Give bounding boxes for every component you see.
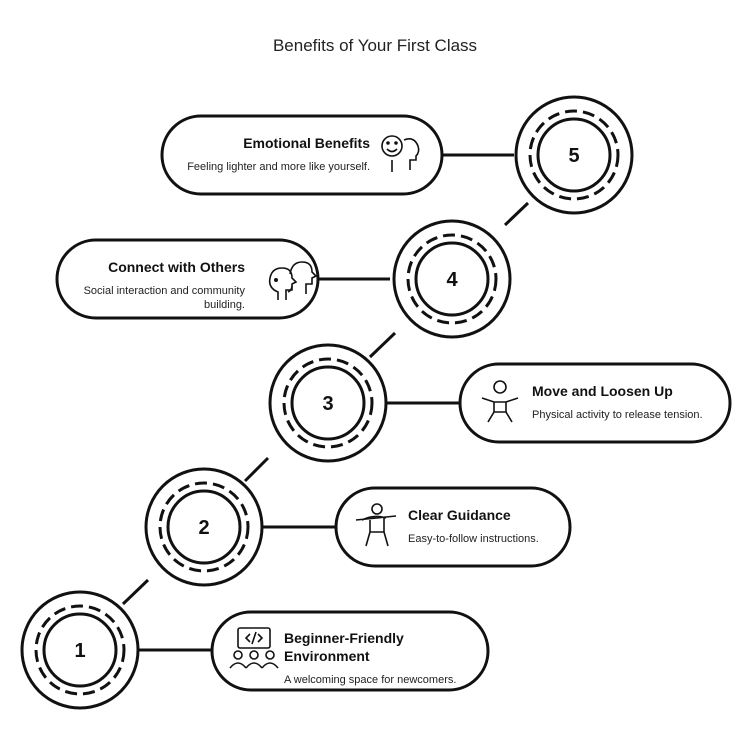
circle-step-2 — [144, 467, 264, 587]
step-number-4: 4 — [446, 269, 458, 291]
step-number-5: 5 — [568, 145, 579, 167]
card-step-1 — [210, 610, 490, 692]
card-step-3 — [458, 362, 732, 444]
circle-step-1 — [20, 590, 140, 710]
step-3-title: Move and Loosen Up — [532, 383, 673, 399]
step-number-1: 1 — [74, 640, 85, 662]
circle-step-5 — [514, 95, 634, 215]
step-1-title-line2: Environment — [284, 648, 370, 664]
diagram-title: Benefits of Your First Class — [272, 36, 478, 55]
step-3-description: Physical activity to release tension. — [532, 409, 703, 421]
step-1-title-line1: Beginner-Friendly — [284, 630, 404, 646]
circle-step-3 — [268, 343, 388, 463]
card-step-4 — [55, 238, 320, 320]
card-step-5 — [160, 114, 444, 196]
code-and-people-icon — [229, 627, 279, 669]
step-2-title: Clear Guidance — [408, 507, 511, 523]
card-step-2 — [334, 486, 572, 568]
step-number-2: 2 — [198, 517, 209, 539]
circle-step-4 — [392, 219, 512, 339]
connector-1-2 — [121, 578, 150, 606]
connector-4-5 — [503, 201, 530, 227]
connector-3-4 — [368, 331, 397, 359]
step-2-description: Easy-to-follow instructions. — [408, 533, 539, 545]
instructor-icon — [355, 503, 397, 547]
stretching-person-icon — [481, 380, 519, 423]
step-4-title: Connect with Others — [108, 259, 245, 275]
step-number-3: 3 — [322, 393, 333, 415]
step-4-description-line1: Social interaction and community — [83, 285, 245, 297]
step-1-description: A welcoming space for newcomers. — [284, 674, 457, 686]
step-5-description: Feeling lighter and more like yourself. — [187, 161, 370, 173]
step-5-title: Emotional Benefits — [243, 135, 370, 151]
smiling-face-icon — [381, 135, 420, 172]
connector-2-3 — [243, 456, 270, 483]
two-heads-icon — [268, 261, 318, 300]
step-4-description-line2: building. — [204, 299, 245, 311]
